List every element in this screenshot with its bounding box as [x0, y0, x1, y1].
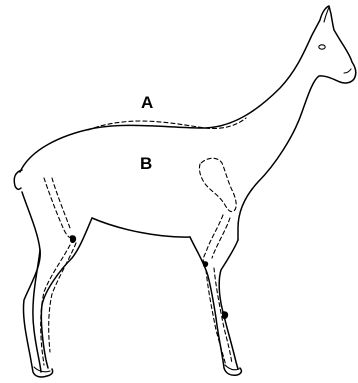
tail-outline	[14, 170, 22, 189]
rear-leg-bone-upper-2	[52, 178, 70, 228]
rear-leg-bone-lower	[41, 245, 70, 365]
front-knee-joint	[222, 311, 228, 319]
belly-outline	[92, 218, 190, 237]
front-leg-near-inner	[219, 240, 238, 369]
label-a: A	[141, 93, 153, 112]
region-a-boundary	[88, 118, 246, 130]
front-elbow-joint	[203, 261, 208, 267]
eye	[319, 45, 325, 49]
llama-body-outline	[20, 6, 356, 240]
shoulder-region	[199, 158, 236, 211]
nostril	[344, 69, 351, 73]
rear-knee-joint	[70, 235, 76, 243]
front-leg-bone-upper	[203, 215, 223, 262]
rear-leg-bone-lower-2	[49, 243, 76, 352]
rear-leg-near-outer	[33, 250, 41, 372]
front-leg-bone-upper-2	[212, 218, 230, 258]
rear-leg-bone-upper	[44, 178, 74, 238]
label-b: B	[140, 154, 152, 173]
